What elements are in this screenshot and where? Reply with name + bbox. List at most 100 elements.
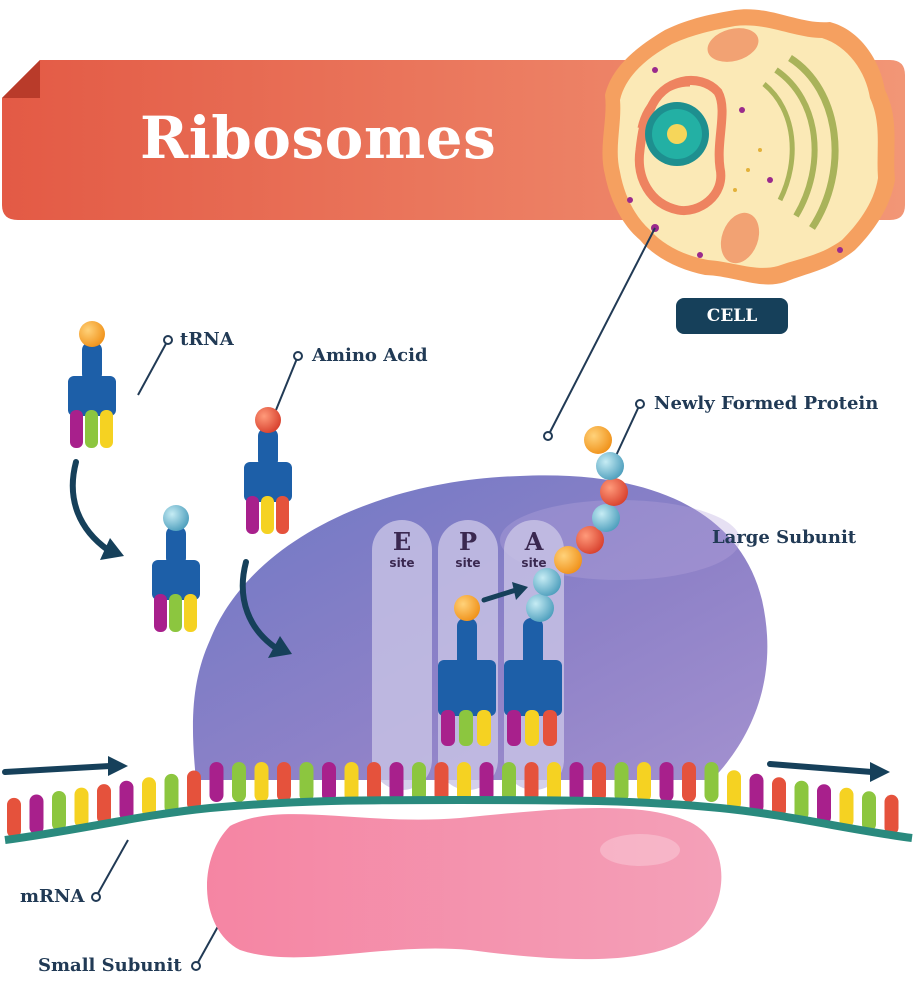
trna-anticodon: [543, 710, 557, 746]
mrna-codon: [704, 762, 719, 802]
mrna-codon: [794, 780, 809, 821]
protein-bead: [533, 568, 561, 596]
amino-curve-arrow-icon: [239, 559, 279, 651]
label-newly-formed-protein: Newly Formed Protein: [654, 393, 879, 414]
amino-acid-bead: [255, 407, 281, 433]
trna-stem: [523, 618, 543, 668]
mrna-codon: [457, 762, 471, 802]
mrna-codon: [232, 762, 246, 802]
p-site-letter: P: [458, 527, 478, 556]
trna-body: [152, 560, 200, 600]
e-site-word: site: [389, 556, 415, 570]
trna-anticodon: [169, 594, 182, 632]
mrna-codon: [254, 762, 269, 802]
trna-anticodon: [276, 496, 289, 534]
mrna-codon: [164, 773, 179, 814]
protein-bead: [554, 546, 582, 574]
protein-bead: [584, 426, 612, 454]
mrna-codon: [637, 762, 651, 802]
trna-stem: [258, 428, 278, 468]
a-site-letter: A: [524, 527, 544, 556]
trna-anticodon: [184, 594, 197, 632]
mrna-codon: [524, 762, 539, 802]
trna-molecules: [68, 321, 562, 746]
mrna-codon: [389, 762, 404, 802]
mrna-codon: [322, 762, 336, 802]
mrna-codon: [142, 777, 156, 818]
protein-bead: [526, 594, 554, 622]
mrna-codon: [592, 762, 606, 802]
mrna-strand: [4, 762, 913, 844]
trna-anticodon: [525, 710, 539, 746]
trna: [244, 407, 292, 534]
mrna-codon: [839, 787, 854, 828]
trna-body: [504, 660, 562, 716]
mrna-codon: [74, 787, 89, 828]
mrna-codon: [187, 770, 201, 811]
trna-stem: [82, 342, 102, 382]
cell-illustration: [602, 9, 895, 285]
mrna-codon: [817, 784, 831, 825]
site-trna: [504, 618, 562, 746]
mrna-codon: [479, 762, 494, 802]
mrna-codon: [862, 791, 876, 832]
mrna-codon: [614, 762, 629, 802]
mrna-codon: [772, 777, 786, 818]
trna-anticodon: [477, 710, 491, 746]
trna-anticodon: [100, 410, 113, 448]
trna-anticodon: [85, 410, 98, 448]
trna-anticodon: [70, 410, 83, 448]
mrna-codon: [52, 791, 66, 832]
site-trna: [438, 618, 496, 746]
trna-anticodon: [154, 594, 167, 632]
label-large-subunit: Large Subunit: [712, 527, 857, 548]
trna-stem: [166, 526, 186, 566]
mrna-codon: [434, 762, 449, 802]
trna-anticodon: [246, 496, 259, 534]
trna-anticodon: [441, 710, 455, 746]
mrna-codon: [547, 762, 561, 802]
label-trna: tRNA: [180, 329, 234, 350]
cell-badge: CELL: [676, 298, 788, 334]
protein-bead: [600, 478, 628, 506]
trna-body: [68, 376, 116, 416]
e-site: [372, 520, 432, 790]
mrna-in-arrow-icon: [2, 763, 113, 775]
amino-acid-bead: [454, 595, 480, 621]
mrna-codon: [727, 770, 741, 811]
trna-curve-arrow-icon: [69, 459, 111, 553]
label-amino-acid: Amino Acid: [312, 345, 428, 366]
mrna-codon: [97, 784, 111, 825]
amino-acid-bead: [163, 505, 189, 531]
small-subunit: [207, 807, 722, 960]
trna-body: [438, 660, 496, 716]
label-mrna: mRNA: [20, 886, 85, 907]
mrna-codon: [884, 794, 899, 835]
trna: [68, 321, 116, 448]
mrna-codon: [367, 762, 381, 802]
mrna-codon: [502, 762, 516, 802]
trna-anticodon: [459, 710, 473, 746]
peptide-transfer-arrow-icon: [481, 587, 519, 603]
trna-anticodon: [261, 496, 274, 534]
protein-bead: [596, 452, 624, 480]
trna-body: [244, 462, 292, 502]
e-site-letter: E: [392, 527, 412, 556]
amino-acid-bead: [79, 321, 105, 347]
newly-formed-protein-chain: [526, 426, 628, 622]
mrna-codon: [749, 773, 764, 814]
trna-stem: [457, 618, 477, 668]
mrna-codon: [682, 762, 696, 802]
flow-arrows: [2, 459, 890, 782]
a-site-word: site: [521, 556, 547, 570]
protein-bead: [592, 504, 620, 532]
mrna-codon: [7, 797, 21, 838]
protein-bead: [576, 526, 604, 554]
mrna-codon: [569, 762, 584, 802]
trna: [152, 505, 200, 632]
p-site-word: site: [455, 556, 481, 570]
label-small-subunit: Small Subunit: [38, 955, 182, 976]
mrna-codon: [659, 762, 674, 802]
mrna-out-arrow-icon: [767, 761, 875, 775]
mrna-codon: [29, 794, 44, 835]
